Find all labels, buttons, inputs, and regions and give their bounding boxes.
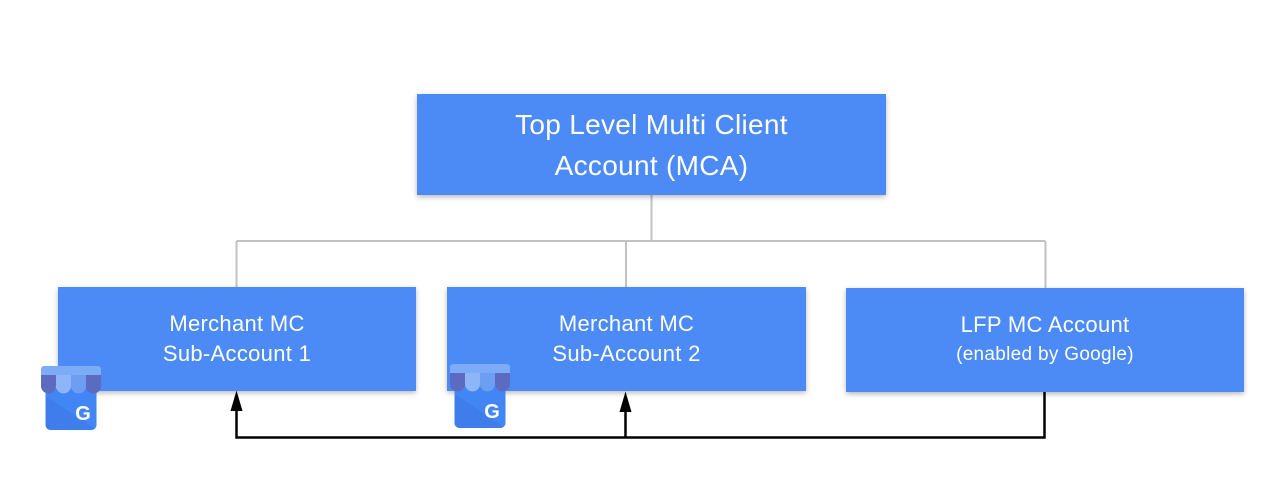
feedback-connector-line [235, 391, 1046, 439]
node-label-line: LFP MC Account [960, 312, 1130, 337]
arrowhead-up-sub2 [619, 391, 632, 412]
node-label-line: Sub-Account 2 [552, 341, 701, 366]
node-label-line: (enabled by Google) [956, 344, 1134, 365]
node-top-level-mca: Top Level Multi Client Account (MCA) [417, 94, 886, 195]
google-business-storefront-icon: G [41, 366, 101, 430]
node-label-line: Account (MCA) [554, 149, 749, 181]
google-g-letter: G [75, 403, 91, 425]
tree-connector-lines [235, 195, 1047, 288]
node-label-line: Merchant MC [558, 311, 695, 336]
node-label-line: Merchant MC [169, 311, 305, 336]
google-g-letter: G [484, 401, 500, 423]
node-label-line: Top Level Multi Client [515, 108, 788, 140]
google-business-storefront-icon: G [450, 364, 510, 428]
node-label-line: Sub-Account 1 [162, 341, 312, 366]
node-lfp-mc-account: LFP MC Account (enabled by Google) [846, 288, 1244, 392]
node-merchant-sub-account-1: Merchant MC Sub-Account 1 [58, 287, 416, 391]
arrowhead-up-sub1 [230, 390, 243, 411]
